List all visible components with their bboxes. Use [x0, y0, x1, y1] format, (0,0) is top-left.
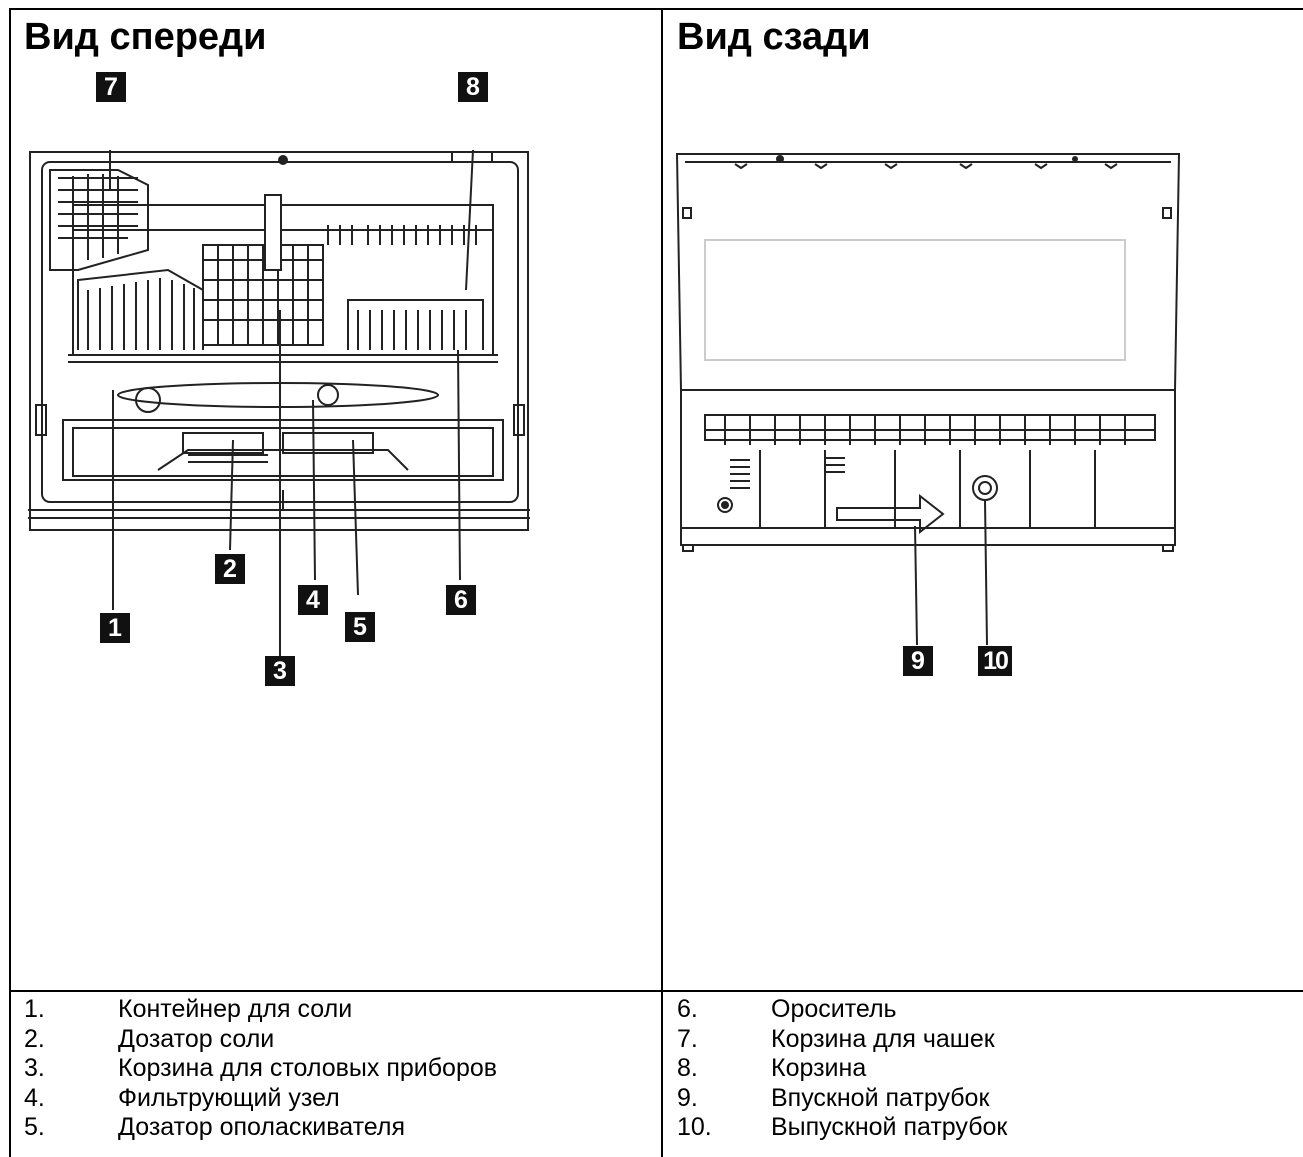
legend-item: 2.Дозатор соли — [24, 1024, 275, 1053]
legend-item: 9.Впускной патрубок — [677, 1083, 990, 1112]
legend-left: 1.Контейнер для соли 2.Дозатор соли 3.Ко… — [24, 995, 497, 1143]
legend-item: 6.Ороситель — [677, 995, 897, 1023]
table-left-border — [9, 8, 11, 1157]
legend-item: 1.Контейнер для соли — [24, 995, 353, 1023]
legend-item: 3.Корзина для столовых приборов — [24, 1054, 498, 1082]
callout-3: 3 — [265, 656, 295, 686]
legend-right: 6.Ороситель 7.Корзина для чашек 8.Корзин… — [677, 995, 1007, 1143]
front-view-diagram — [28, 149, 530, 660]
callout-6: 6 — [446, 585, 476, 615]
legend-item: 4.Фильтрующий узел — [24, 1083, 340, 1112]
callout-10: 10 — [978, 646, 1012, 676]
callout-7: 7 — [96, 72, 126, 102]
legend-item: 10.Выпускной патрубок — [677, 1113, 1008, 1141]
back-view-title: Вид сзади — [677, 16, 871, 58]
table-row-divider — [9, 990, 1303, 992]
legend-item: 7.Корзина для чашек — [677, 1024, 995, 1053]
front-view-title: Вид спереди — [24, 16, 267, 58]
callout-4: 4 — [298, 585, 328, 615]
table-top-border — [9, 8, 1303, 10]
legend-item: 5.Дозатор ополаскивателя — [24, 1113, 405, 1141]
callout-2: 2 — [215, 554, 245, 584]
legend-item: 8.Корзина — [677, 1054, 867, 1082]
callout-8: 8 — [458, 72, 488, 102]
callout-1: 1 — [100, 613, 130, 643]
back-view-diagram — [675, 153, 1181, 646]
callout-5: 5 — [345, 612, 375, 642]
table-middle-divider — [661, 8, 663, 1157]
callout-9: 9 — [903, 646, 933, 676]
